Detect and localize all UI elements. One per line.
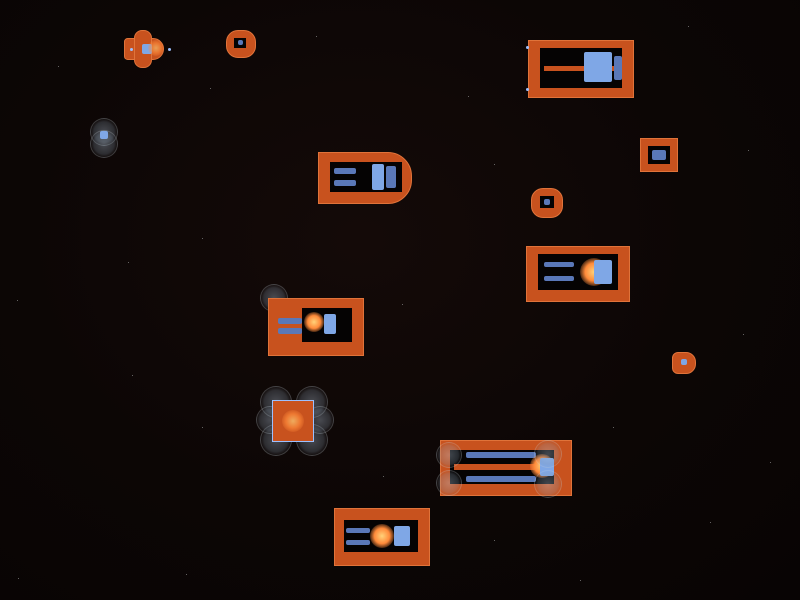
- ship-module: [334, 168, 356, 174]
- ship-module: [614, 56, 622, 80]
- ship-weapon: [130, 48, 133, 51]
- engine-glow: [370, 524, 394, 548]
- star: [494, 164, 495, 165]
- ship-gunship-left[interactable]: [258, 284, 366, 356]
- ship-module: [324, 314, 336, 334]
- engine-glow: [148, 40, 164, 56]
- ship-module: [394, 526, 410, 546]
- ship-module: [238, 40, 243, 45]
- star: [202, 238, 203, 239]
- star: [748, 150, 749, 151]
- star: [128, 262, 129, 263]
- ship-module: [386, 166, 396, 188]
- ship-module: [544, 276, 574, 281]
- ship-block-right[interactable]: [640, 138, 678, 172]
- ship-cruiser-right-mid[interactable]: [524, 244, 632, 304]
- star: [58, 66, 59, 67]
- star: [210, 88, 211, 89]
- ship-scout-right[interactable]: [670, 350, 698, 376]
- ship-module: [652, 150, 666, 160]
- ship-station-quad-shield[interactable]: [256, 384, 334, 460]
- star: [743, 334, 744, 335]
- ship-module: [142, 44, 152, 54]
- ship-module: [100, 131, 108, 139]
- ship-module: [278, 328, 302, 334]
- star: [710, 522, 711, 523]
- star: [383, 476, 384, 477]
- ship-dreadnought-bottom[interactable]: [436, 436, 574, 500]
- star: [186, 574, 187, 575]
- ship-module: [544, 262, 574, 267]
- ship-module: [372, 164, 384, 190]
- shield-bubble: [534, 470, 562, 498]
- star: [202, 427, 203, 428]
- star: [316, 36, 317, 37]
- ship-module: [594, 260, 612, 284]
- ship-weapon: [526, 88, 529, 91]
- shield-bubble: [436, 442, 462, 468]
- ship-spine: [544, 66, 616, 71]
- ship-drone-right[interactable]: [528, 184, 566, 222]
- star: [18, 578, 19, 579]
- star: [688, 26, 689, 27]
- ship-fighter-top-left[interactable]: [120, 30, 176, 68]
- ship-frigate-bottom[interactable]: [334, 508, 432, 568]
- ship-module: [346, 540, 370, 545]
- star: [494, 540, 495, 541]
- star: [613, 427, 614, 428]
- ship-drone-top[interactable]: [222, 26, 260, 62]
- ship-weapon: [526, 46, 529, 49]
- shield-bubble: [436, 470, 462, 496]
- star: [468, 96, 469, 97]
- ship-cruiser-top-right[interactable]: [526, 38, 636, 100]
- star: [17, 300, 18, 301]
- ship-shielded-drone-left[interactable]: [90, 118, 118, 158]
- engine-glow: [304, 312, 324, 332]
- reactor-glow: [282, 410, 304, 432]
- ship-module: [466, 452, 536, 458]
- star: [402, 304, 403, 305]
- ship-module: [681, 359, 687, 365]
- star: [132, 375, 133, 376]
- star: [580, 580, 581, 581]
- shield-bubble: [534, 440, 562, 468]
- ship-module: [334, 180, 356, 186]
- ship-module: [346, 528, 370, 533]
- star: [770, 462, 771, 463]
- ship-module: [278, 318, 302, 324]
- ship-module: [584, 52, 612, 82]
- ship-spine: [454, 464, 550, 470]
- ship-module: [544, 199, 550, 205]
- ship-module: [466, 476, 536, 482]
- ship-weapon: [168, 48, 171, 51]
- ship-carrier-mid[interactable]: [318, 150, 414, 206]
